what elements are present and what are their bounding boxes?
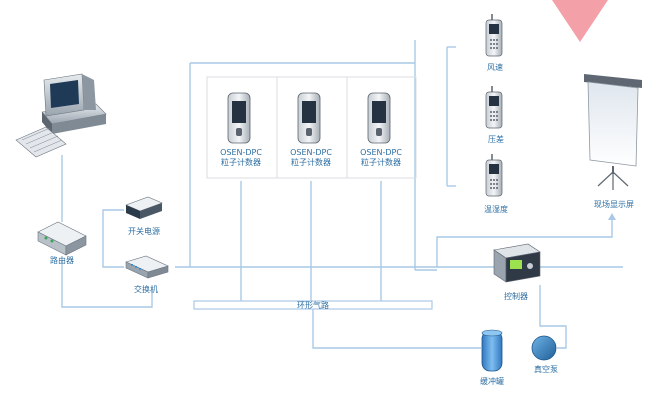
controller-icon[interactable] xyxy=(493,243,541,283)
counter-model: OSEN-DPC xyxy=(360,148,402,157)
computer-icon[interactable] xyxy=(15,73,107,158)
router-label: 路由器 xyxy=(50,255,74,265)
temp-humidity-label: 温湿度 xyxy=(484,204,508,214)
connection-wires xyxy=(61,40,623,349)
pressure-sensor[interactable]: 压差 xyxy=(485,86,504,144)
sensor-phone-icon xyxy=(485,86,503,129)
counter-name: 粒子计数器 xyxy=(291,157,331,167)
particle-counter-2[interactable]: OSEN-DPC 粒子计数器 xyxy=(290,92,332,167)
sensor-phone-icon xyxy=(485,14,503,57)
buffer-tank-icon[interactable] xyxy=(481,329,503,372)
decorative-triangle xyxy=(552,0,608,42)
vacuum-pump-icon[interactable] xyxy=(531,335,557,361)
switch-label: 交换机 xyxy=(134,284,158,294)
temp-humidity-sensor[interactable]: 温湿度 xyxy=(484,154,508,214)
power-supply-label: 开关电源 xyxy=(128,226,160,236)
particle-counter-3[interactable]: OSEN-DPC 粒子计数器 xyxy=(360,92,402,167)
wind-speed-label: 风速 xyxy=(487,63,503,72)
power-supply-icon[interactable] xyxy=(125,196,163,219)
display-arrow-icon xyxy=(608,213,616,220)
switch-icon[interactable] xyxy=(125,255,169,279)
buffer-tank-label: 缓冲罐 xyxy=(480,376,504,386)
wind-speed-sensor[interactable]: 风速 xyxy=(485,14,503,72)
counter-name: 粒子计数器 xyxy=(221,157,261,167)
air-loop-label: 环形气路 xyxy=(297,300,329,310)
pressure-label: 压差 xyxy=(488,134,504,144)
display-screen-icon[interactable] xyxy=(584,74,642,190)
counter-model: OSEN-DPC xyxy=(290,148,332,157)
counter-model: OSEN-DPC xyxy=(220,148,262,157)
particle-counter-1[interactable]: OSEN-DPC 粒子计数器 xyxy=(220,92,262,167)
router-icon[interactable] xyxy=(37,221,87,256)
particle-counter-icon xyxy=(367,92,391,144)
counter-name: 粒子计数器 xyxy=(361,157,401,167)
air-loop-pipe xyxy=(193,300,433,310)
vacuum-pump-label: 真空泵 xyxy=(534,364,558,374)
display-screen-label: 现场显示屏 xyxy=(594,200,634,209)
counter-panel xyxy=(206,76,417,179)
particle-counter-icon xyxy=(297,92,321,144)
particle-counter-icon xyxy=(227,92,251,144)
sensor-phone-icon xyxy=(485,154,503,197)
controller-label: 控制器 xyxy=(504,291,528,301)
